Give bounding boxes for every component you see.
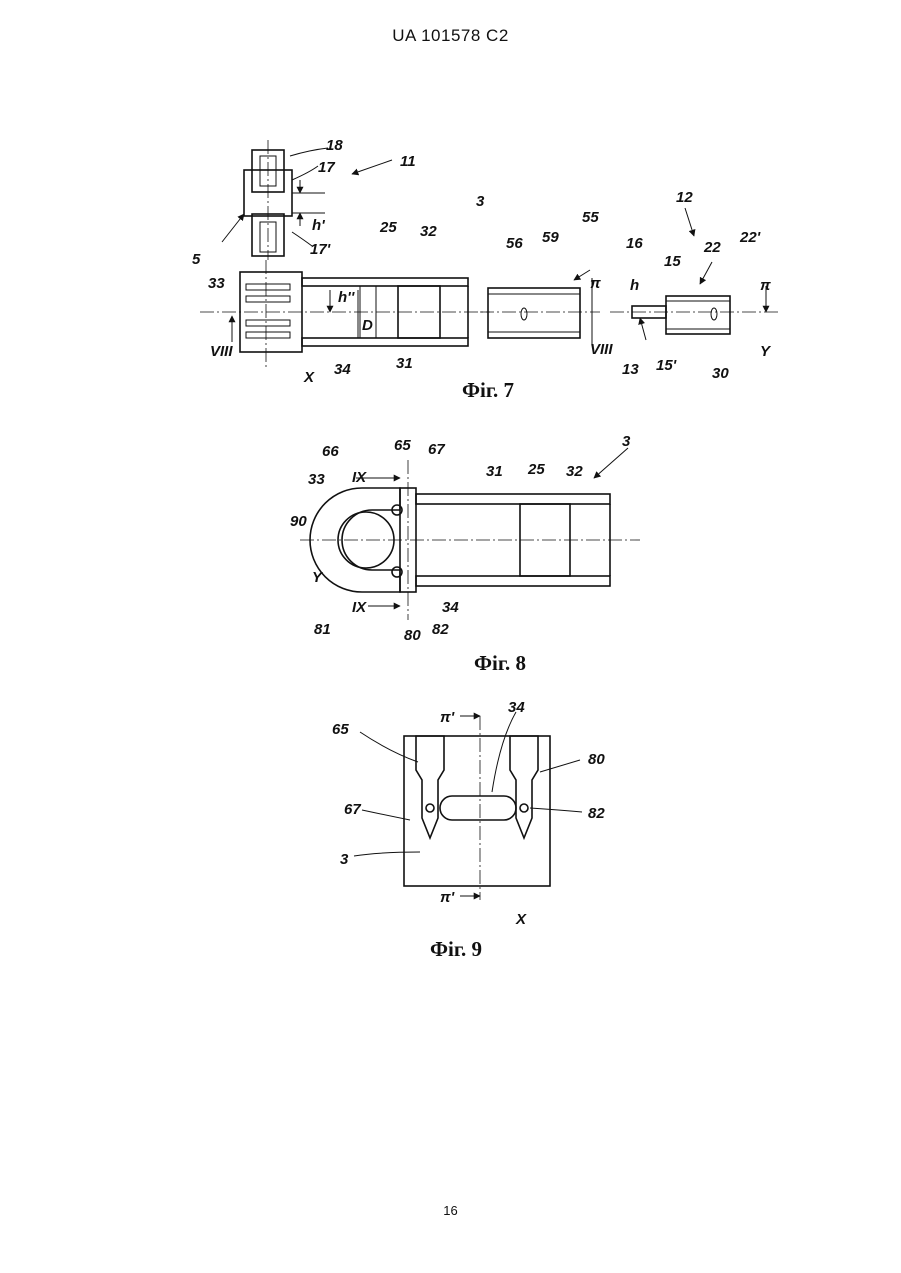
fig8-label-80: 80 <box>404 627 421 644</box>
fig7-body-3 <box>200 260 490 368</box>
fig7-labels: 18 17 11 17' 5 h' 25 32 3 55 56 59 16 12… <box>192 137 772 402</box>
fig7-caption: Фіг. 7 <box>462 378 514 402</box>
fig7-label-D: D <box>362 317 373 334</box>
fig8-caption: Фіг. 8 <box>474 651 526 675</box>
fig8-label-IX1: IX <box>352 469 367 486</box>
fig9-labels: 34 π' 65 80 67 82 3 π' X Фіг. 9 <box>332 699 605 961</box>
fig7-label-32: 32 <box>420 223 437 240</box>
fig9-label-34: 34 <box>508 699 525 716</box>
fig7-label-22: 22 <box>703 239 721 256</box>
fig7-label-Y: Y <box>760 343 772 360</box>
fig7-clamp-part-5 <box>222 140 392 260</box>
fig7-label-12: 12 <box>676 189 693 206</box>
fig7-label-hp: h' <box>312 217 325 234</box>
fig8-label-32: 32 <box>566 463 583 480</box>
fig8-label-IX2: IX <box>352 599 367 616</box>
fig7-label-34: 34 <box>334 361 351 378</box>
fig7-label-pi1: π <box>590 275 601 292</box>
fig7-label-pi2: π <box>760 277 771 294</box>
fig7-label-22p: 22' <box>739 229 761 246</box>
fig7-label-18: 18 <box>326 137 343 154</box>
fig7-label-16: 16 <box>626 235 643 252</box>
fig9-label-3: 3 <box>340 851 349 868</box>
fig7-label-15p: 15' <box>656 357 677 374</box>
fig7-label-X: X <box>303 369 315 386</box>
fig7-label-31: 31 <box>396 355 413 372</box>
fig7-label-VIII1: VIII <box>210 343 233 360</box>
fig9-caption: Фіг. 9 <box>430 937 482 961</box>
fig8-label-33: 33 <box>308 471 325 488</box>
fig9-label-67: 67 <box>344 801 361 818</box>
fig7-label-11: 11 <box>400 153 416 170</box>
fig8-label-Y: Y <box>312 569 324 586</box>
fig8-label-81: 81 <box>314 621 331 638</box>
figure-8: 66 65 67 3 IX 31 25 32 33 90 Y IX 34 81 … <box>290 433 640 675</box>
fig8-label-90: 90 <box>290 513 307 530</box>
fig8-label-82: 82 <box>432 621 449 638</box>
fig8-label-66: 66 <box>322 443 339 460</box>
fig7-label-5: 5 <box>192 251 201 268</box>
fig9-label-pi1: π' <box>440 709 455 726</box>
fig8-label-65: 65 <box>394 437 411 454</box>
fig7-label-30: 30 <box>712 365 729 382</box>
fig7-tube-55 <box>480 270 600 346</box>
fig7-label-hpp: h'' <box>338 289 355 306</box>
page-number: 16 <box>0 1203 901 1218</box>
fig7-label-VIII2: VIII <box>590 341 613 358</box>
figure-9: 34 π' 65 80 67 82 3 π' X Фіг. 9 <box>332 699 605 961</box>
fig7-label-h: h <box>630 277 639 294</box>
fig7-label-17p: 17' <box>310 241 331 258</box>
fig7-label-56: 56 <box>506 235 523 252</box>
fig7-label-33: 33 <box>208 275 225 292</box>
fig7-label-55: 55 <box>582 209 599 226</box>
fig7-label-13: 13 <box>622 361 639 378</box>
fig8-label-67: 67 <box>428 441 445 458</box>
fig9-label-pi2: π' <box>440 889 455 906</box>
fig9-label-X: X <box>515 911 527 928</box>
fig7-label-15: 15 <box>664 253 681 270</box>
fig7-label-17: 17 <box>318 159 335 176</box>
fig7-label-3: 3 <box>476 193 485 210</box>
fig8-label-34: 34 <box>442 599 459 616</box>
fig9-label-80: 80 <box>588 751 605 768</box>
figure-7: 18 17 11 17' 5 h' 25 32 3 55 56 59 16 12… <box>192 137 780 402</box>
fig9-label-82: 82 <box>588 805 605 822</box>
fig7-label-59: 59 <box>542 229 559 246</box>
fig8-label-31: 31 <box>486 463 503 480</box>
fig9-label-65: 65 <box>332 721 349 738</box>
fig8-label-25: 25 <box>527 461 545 478</box>
fig8-label-3: 3 <box>622 433 631 450</box>
fig7-label-25: 25 <box>379 219 397 236</box>
fig7-part-12 <box>610 208 780 340</box>
